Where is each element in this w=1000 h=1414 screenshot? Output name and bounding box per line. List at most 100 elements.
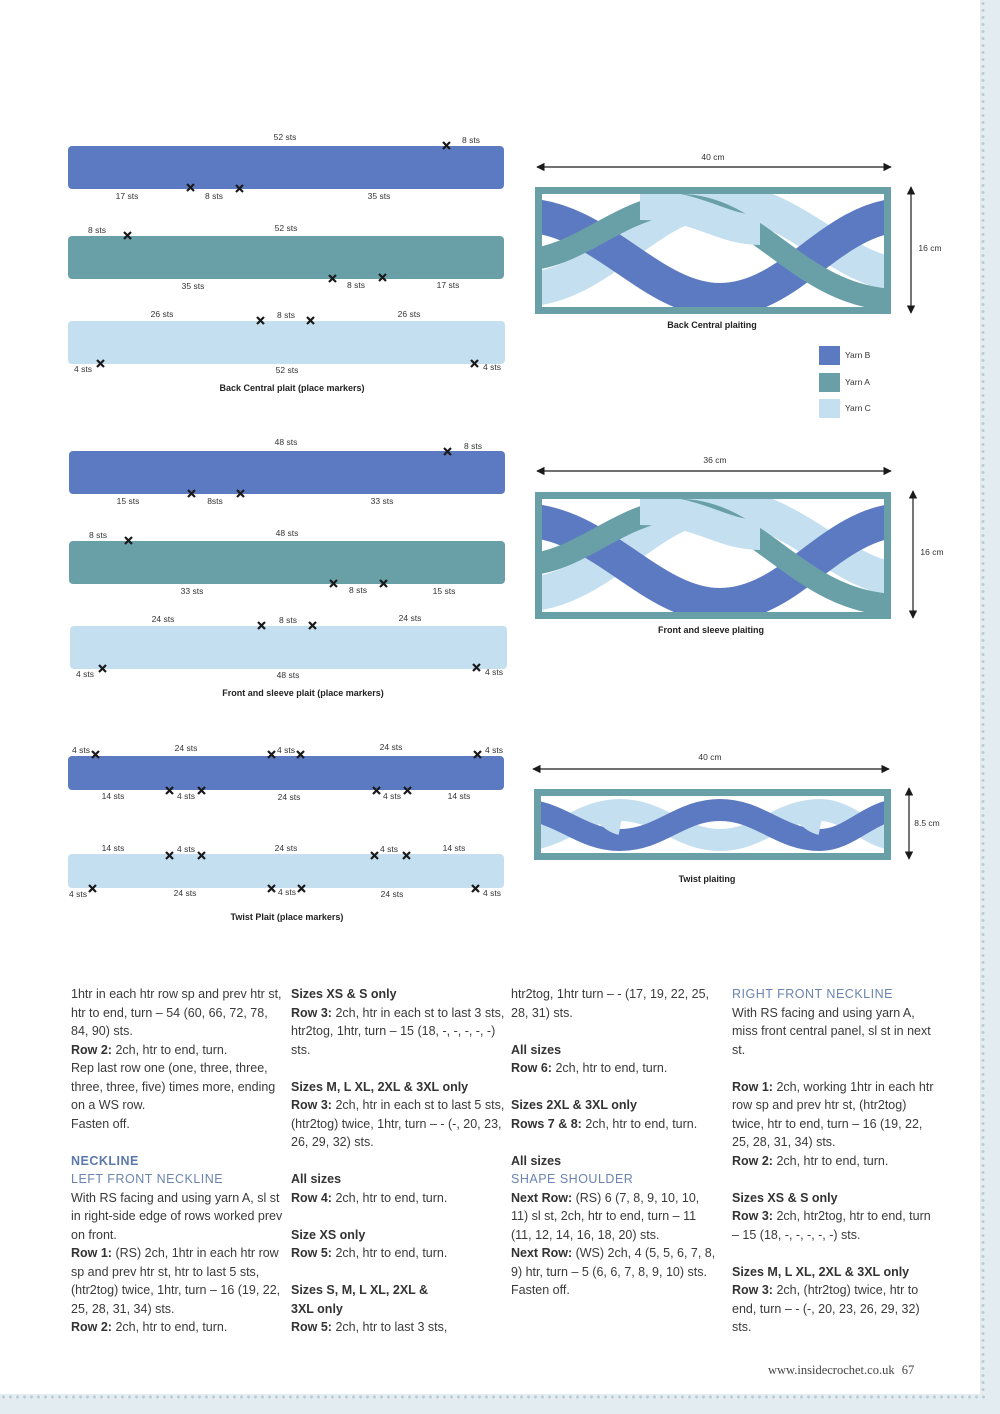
row-label: Row 6:	[511, 1061, 552, 1075]
marker-x-icon	[306, 316, 315, 325]
marker-x-icon	[297, 884, 306, 893]
marker-x-icon	[378, 273, 387, 282]
row-label: Row 3:	[291, 1005, 332, 1020]
marker-x-icon	[186, 183, 195, 192]
marker-x-icon	[471, 884, 480, 893]
legend-swatch-yarn-c	[819, 399, 840, 418]
back-bar-yarn-a	[68, 236, 504, 279]
twist-bar2-top-1: 14 sts	[102, 843, 125, 853]
marker-x-icon	[329, 579, 338, 588]
back-plait-bars: 52 sts 8 sts 17 sts 8 sts 35 sts 8 sts 5…	[68, 132, 505, 393]
back-bar2-bottom-1: 35 sts	[182, 281, 205, 291]
paragraph: Row 6: 2ch, htr to end, turn.	[511, 1059, 716, 1078]
front-bar1-bottom-3: 33 sts	[371, 496, 394, 506]
marker-x-icon	[328, 274, 337, 283]
plait-diagrams: 52 sts 8 sts 17 sts 8 sts 35 sts 8 sts 5…	[68, 132, 944, 922]
marker-x-icon	[308, 621, 317, 630]
paragraph: htr2tog, 1htr turn – - (17, 19, 22, 25, …	[511, 987, 710, 1020]
back-bar3-top-3: 26 sts	[398, 309, 421, 319]
front-plaiting-schematic: 36 cm 16 cm Front and sleeve plaiting	[535, 455, 944, 635]
marker-x-icon	[473, 750, 482, 759]
instruction: (RS) 6 (7, 8, 9, 10, 10, 11) sl st, 2ch,…	[511, 1190, 700, 1242]
front-bar1-bottom-2: 8sts	[207, 496, 223, 506]
front-bar2-bottom-2: 8 sts	[349, 585, 367, 595]
row-label: Row 4:	[291, 1190, 332, 1205]
twist-plaiting-width: 40 cm	[698, 752, 721, 762]
marker-x-icon	[197, 851, 206, 860]
instruction: 2ch, htr to end, turn.	[331, 1246, 448, 1260]
back-bar3-top-1: 26 sts	[151, 309, 174, 319]
back-bar1-top-total: 52 sts	[274, 132, 297, 142]
paragraph: Row 3: 2ch, htr in each st to last 5 sts…	[291, 1096, 506, 1152]
size-heading: Sizes 2XL & 3XL only	[511, 1098, 637, 1112]
twist-bar1-top-5: 4 sts	[485, 745, 503, 755]
back-bar-yarn-b	[68, 146, 504, 189]
marker-x-icon	[187, 489, 196, 498]
paragraph: Next Row: (RS) 6 (7, 8, 9, 10, 10, 11) s…	[511, 1189, 716, 1245]
front-bar2-bottom-3: 15 sts	[433, 586, 456, 596]
back-bar3-top-2: 8 sts	[277, 310, 295, 320]
size-heading: Sizes M, L XL, 2XL & 3XL only	[732, 1264, 910, 1279]
marker-x-icon	[98, 664, 107, 673]
back-bar3-bottom-3: 4 sts	[483, 362, 501, 372]
front-bar3-top-1: 24 sts	[152, 614, 175, 624]
twist-bar2-bottom-1: 4 sts	[69, 889, 87, 899]
text-column-4: RIGHT FRONT NECKLINE With RS facing and …	[732, 985, 937, 1337]
marker-x-icon	[402, 851, 411, 860]
paragraph: Row 3: 2ch, htr in each st to last 3 sts…	[291, 1004, 506, 1060]
paragraph: Rows 7 & 8: 2ch, htr to end, turn.	[511, 1115, 716, 1134]
paragraph: Next Row: (WS) 2ch, 4 (5, 5, 6, 7, 8, 9)…	[511, 1244, 716, 1281]
text-column-3: htr2tog, 1htr turn – - (17, 19, 22, 25, …	[511, 985, 716, 1300]
paragraph: Row 3: 2ch, htr2tog, htr to end, turn – …	[732, 1207, 937, 1244]
marker-x-icon	[257, 621, 266, 630]
legend-label-yarn-a: Yarn A	[845, 377, 870, 387]
front-bar-yarn-b	[69, 451, 505, 494]
marker-x-icon	[124, 536, 133, 545]
front-plaiting-height: 16 cm	[920, 547, 943, 557]
size-heading: All sizes	[511, 1042, 562, 1057]
paragraph: Row 1: (RS) 2ch, 1htr in each htr row sp…	[71, 1244, 286, 1318]
twist-bar2-top-2: 4 sts	[177, 844, 195, 854]
twist-plait-caption: Twist Plait (place markers)	[231, 912, 344, 922]
row-label: Row 3:	[732, 1283, 773, 1297]
back-bar1-bottom-3: 35 sts	[368, 191, 391, 201]
size-heading: Sizes XS & S only	[291, 987, 397, 1001]
paragraph: Fasten off.	[511, 1283, 570, 1297]
back-bar2-top-total: 52 sts	[275, 223, 298, 233]
marker-x-icon	[472, 663, 481, 672]
back-plaiting-schematic: 40 cm 16 cm Back Central plaiting	[535, 152, 942, 330]
twist-bar1-top-2: 24 sts	[175, 743, 198, 753]
twist-plaiting-caption: Twist plaiting	[679, 874, 736, 884]
front-bar3-bottom-2: 48 sts	[277, 670, 300, 680]
twist-bar-yarn-b	[68, 756, 504, 790]
twist-bar1-bottom-4: 4 sts	[383, 791, 401, 801]
row-label: Row 2:	[732, 1153, 773, 1168]
back-plaiting-height: 16 cm	[918, 243, 941, 253]
front-bar3-top-3: 24 sts	[399, 613, 422, 623]
instruction: 2ch, (htr2tog) twice, htr to end, turn –…	[732, 1283, 920, 1334]
paragraph: Row 2: 2ch, htr to end, turn.	[732, 1152, 937, 1171]
row-label: Row 5:	[291, 1246, 332, 1260]
instruction: (WS) 2ch, 4 (5, 5, 6, 7, 8, 9) htr, turn…	[511, 1246, 716, 1279]
row-label: Row 1:	[71, 1246, 112, 1260]
marker-x-icon	[165, 786, 174, 795]
front-bar3-bottom-3: 4 sts	[485, 667, 503, 677]
front-bar2-top-left: 8 sts	[89, 530, 107, 540]
text-column-1: 1htr in each htr row sp and prev htr st,…	[71, 985, 286, 1337]
website-url: www.insidecrochet.co.uk	[768, 1363, 895, 1377]
back-plaiting-width: 40 cm	[701, 152, 724, 162]
section-subheading: SHAPE SHOULDER	[511, 1172, 634, 1186]
twist-plaiting-schematic: 40 cm 8.5 cm Twist plaiting	[532, 752, 940, 884]
back-bar3-bottom-2: 52 sts	[276, 365, 299, 375]
back-bar1-top-right: 8 sts	[462, 135, 480, 145]
twist-plaiting-height: 8.5 cm	[914, 818, 940, 828]
front-plaiting-width: 36 cm	[703, 455, 726, 465]
twist-bar1-top-3: 4 sts	[277, 745, 295, 755]
paragraph: 1htr in each htr row sp and prev htr st,…	[71, 987, 282, 1038]
marker-x-icon	[370, 851, 379, 860]
marker-x-icon	[470, 359, 479, 368]
row-label: Row 3:	[291, 1098, 332, 1112]
size-heading: All sizes	[291, 1172, 342, 1186]
row-label: Row 2:	[71, 1042, 112, 1057]
back-bar1-bottom-1: 17 sts	[116, 191, 139, 201]
